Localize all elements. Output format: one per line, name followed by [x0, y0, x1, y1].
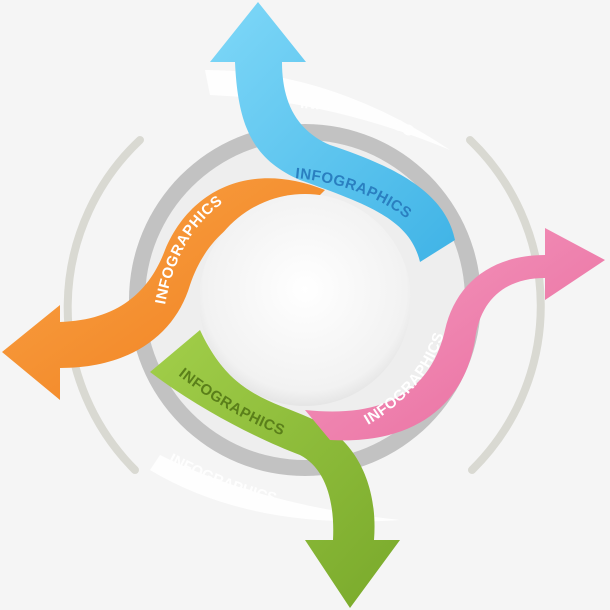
blue-arrow	[210, 2, 455, 262]
green-arrow	[150, 330, 400, 608]
center-disk	[199, 194, 411, 406]
orange-arrow	[2, 178, 325, 400]
outer-arc-right	[466, 136, 545, 474]
outer-arc-left	[63, 136, 144, 474]
ghost-swoosh-bottom	[150, 455, 400, 522]
pink-arrow	[305, 228, 605, 441]
